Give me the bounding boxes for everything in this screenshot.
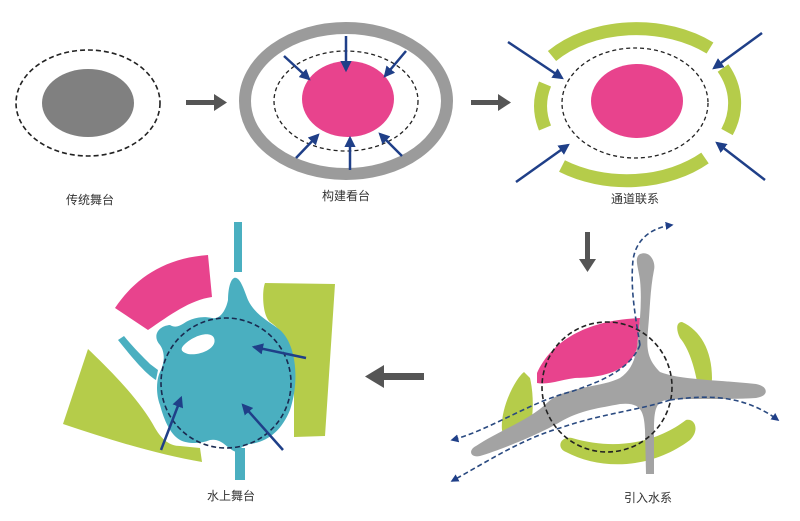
- pink-seating: [537, 318, 640, 384]
- water-stage-arrows: [159, 343, 307, 451]
- stage-dashed-circle: [160, 317, 292, 449]
- boundary-dashed-ellipse: [15, 49, 161, 157]
- panel-water-stage: [63, 222, 335, 480]
- boundary-dashed-ellipse: [561, 47, 709, 159]
- pink-seating: [115, 255, 212, 330]
- flow-arrow-left-icon: [365, 365, 424, 388]
- panel-introduce-water: [450, 221, 780, 482]
- green-area-left: [63, 349, 202, 462]
- stage-ellipse: [42, 69, 134, 137]
- inward-arrows: [283, 36, 407, 170]
- water-system: [471, 253, 766, 474]
- step-label-passage-connection: 通道联系: [610, 192, 660, 206]
- flow-arrow-right-icon: [186, 94, 227, 111]
- island: [181, 334, 215, 355]
- flow-arrow-right-icon: [471, 94, 511, 111]
- water-flow-dashed-arrows: [450, 221, 780, 482]
- step-label-water-stage: 水上舞台: [206, 489, 256, 503]
- stage-dashed-circle: [541, 321, 673, 453]
- stage-ellipse-pink: [591, 64, 683, 138]
- water-body: [118, 222, 296, 480]
- passage-arrows: [507, 31, 766, 184]
- green-pad: [560, 419, 696, 465]
- green-pad: [677, 322, 712, 390]
- green-seating-arcs: [534, 21, 742, 188]
- stage-ellipse-pink: [302, 61, 394, 137]
- panel-traditional-stage: [15, 49, 161, 157]
- step-label-build-seating: 构建看台: [321, 189, 371, 203]
- flow-arrow-down-icon: [579, 232, 596, 272]
- step-label-traditional-stage: 传统舞台: [65, 193, 115, 207]
- panel-passage-connection: [507, 21, 766, 188]
- seating-ring: [239, 22, 453, 180]
- green-area-right: [263, 283, 335, 437]
- panel-build-seating: [239, 22, 453, 180]
- step-label-introduce-water: 引入水系: [623, 491, 673, 505]
